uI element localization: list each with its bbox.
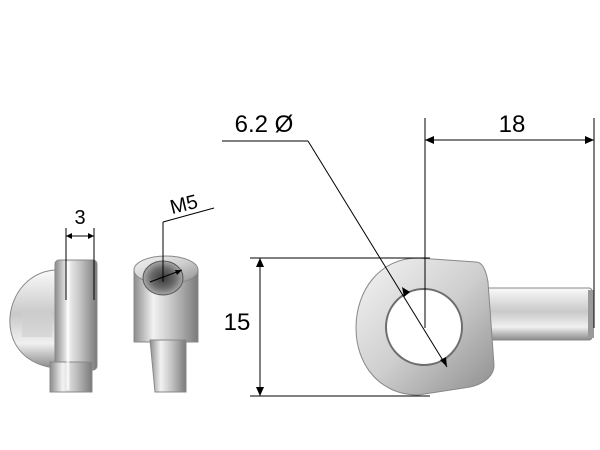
arrow-head bbox=[66, 233, 72, 239]
arrow-head bbox=[256, 258, 264, 267]
diameter-dimension: 6.2 Ø bbox=[222, 111, 448, 368]
arrow-head bbox=[88, 233, 94, 239]
thickness-dimension: 3 bbox=[65, 207, 95, 300]
height-dimension: 15 bbox=[224, 257, 430, 397]
arrow-head bbox=[585, 136, 594, 144]
diameter-label: 6.2 Ø bbox=[235, 111, 294, 138]
thread-label: M5 bbox=[168, 191, 200, 219]
arrow-head bbox=[175, 270, 182, 275]
length-dimension: 18 bbox=[424, 111, 595, 328]
thickness-label: 3 bbox=[74, 207, 85, 229]
arrow-head bbox=[425, 136, 434, 144]
threaded-shank bbox=[483, 287, 593, 341]
length-label: 18 bbox=[499, 111, 526, 138]
arrow-head bbox=[402, 287, 410, 297]
arrow-head bbox=[440, 357, 447, 367]
eye-hole bbox=[385, 288, 463, 366]
side-view-part bbox=[9, 259, 98, 393]
height-label: 15 bbox=[224, 309, 251, 336]
eye-connector-part bbox=[355, 257, 594, 396]
arrow-head bbox=[256, 387, 264, 396]
